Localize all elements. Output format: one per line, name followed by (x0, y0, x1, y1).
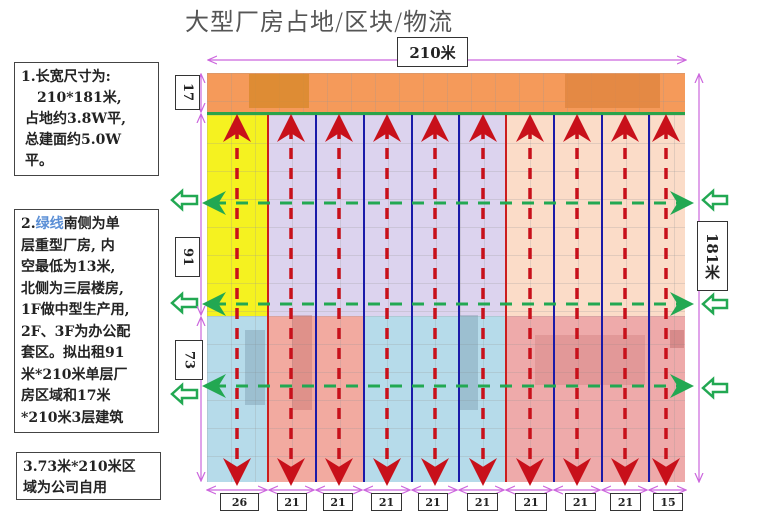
bottom-dimension-label: 21 (418, 493, 448, 511)
note2-prefix: 2. (21, 216, 36, 232)
left-dimension-17: 17 (175, 75, 200, 110)
note2-green-line-highlight: 绿线 (35, 216, 64, 232)
note2-line: 房区域和17米 (21, 388, 111, 404)
left-dimension-91: 91 (175, 237, 200, 277)
bottom-dimension-label: 21 (515, 493, 547, 511)
note1-line: 总建面约5.0W (25, 132, 122, 148)
left-dimension-73: 73 (175, 340, 203, 380)
bottom-dimension-label: 26 (220, 493, 259, 511)
entrance-arrow-icon (701, 188, 729, 400)
note2-rest: 南侧为单 (63, 216, 120, 232)
note2-line: 空最低为13米, (21, 259, 116, 275)
height-dimension-text: 181米 (703, 232, 721, 280)
red-dashed-arrow-icon (223, 114, 680, 486)
note2-line: 2F、3F为办公配 (21, 323, 131, 340)
green-dashed-arrow-icon (202, 191, 694, 398)
note2-line: 层重型厂房, 内 (21, 237, 115, 254)
bottom-dimension-label: 21 (467, 493, 498, 511)
note-zoning: 2.绿线南侧为单 层重型厂房, 内 空最低为13米, 北侧为三层楼房, 1F做中… (14, 209, 159, 433)
note2-line: 米*210米单层厂 (21, 366, 128, 383)
left-dimension-text: 91 (180, 247, 195, 267)
bottom-dimension-label: 21 (610, 493, 641, 511)
page-title: 大型厂房占地/区块/物流 (185, 8, 454, 36)
note2-first-line: 2.绿线南侧为单 (21, 214, 152, 236)
note1-line: 占地约3.8W平, (25, 111, 126, 127)
note2-line: 套区。拟出租91 (21, 345, 125, 361)
note1-line: 平。 (25, 153, 53, 169)
left-dimension-text: 73 (181, 350, 197, 370)
zone-top-dark-block-right (565, 74, 660, 108)
note-self-use: 3.73米*210米区 域为公司自用 (16, 452, 161, 500)
note2-line: 1F做中型生产用, (21, 302, 130, 318)
left-dimension-text: 17 (180, 83, 195, 102)
bottom-dimension-label: 21 (277, 493, 307, 511)
bottom-dimension-label: 21 (371, 493, 402, 511)
note1-line: 210*181米, (37, 90, 122, 106)
note3-line: 3.73米*210米区 (23, 459, 136, 475)
bottom-dimension-label: 21 (323, 493, 353, 511)
width-dimension-label: 210米 (397, 37, 468, 67)
note2-line: 北侧为三层楼房, (21, 280, 124, 297)
note-dimensions: 1.长宽尺寸为: 210*181米, 占地约3.8W平, 总建面约5.0W 平。 (14, 62, 159, 176)
zone-top-dark-block-left (249, 74, 309, 108)
note3-line: 域为公司自用 (23, 480, 107, 496)
height-dimension-label: 181米 (697, 221, 728, 291)
bottom-dimension-label: 15 (653, 493, 683, 511)
bottom-dimension-label: 21 (565, 493, 596, 511)
note1-line: 1.长宽尺寸为: (21, 69, 111, 85)
note2-line: *210米3层建筑 (21, 409, 124, 426)
green-boundary-line (207, 112, 685, 115)
